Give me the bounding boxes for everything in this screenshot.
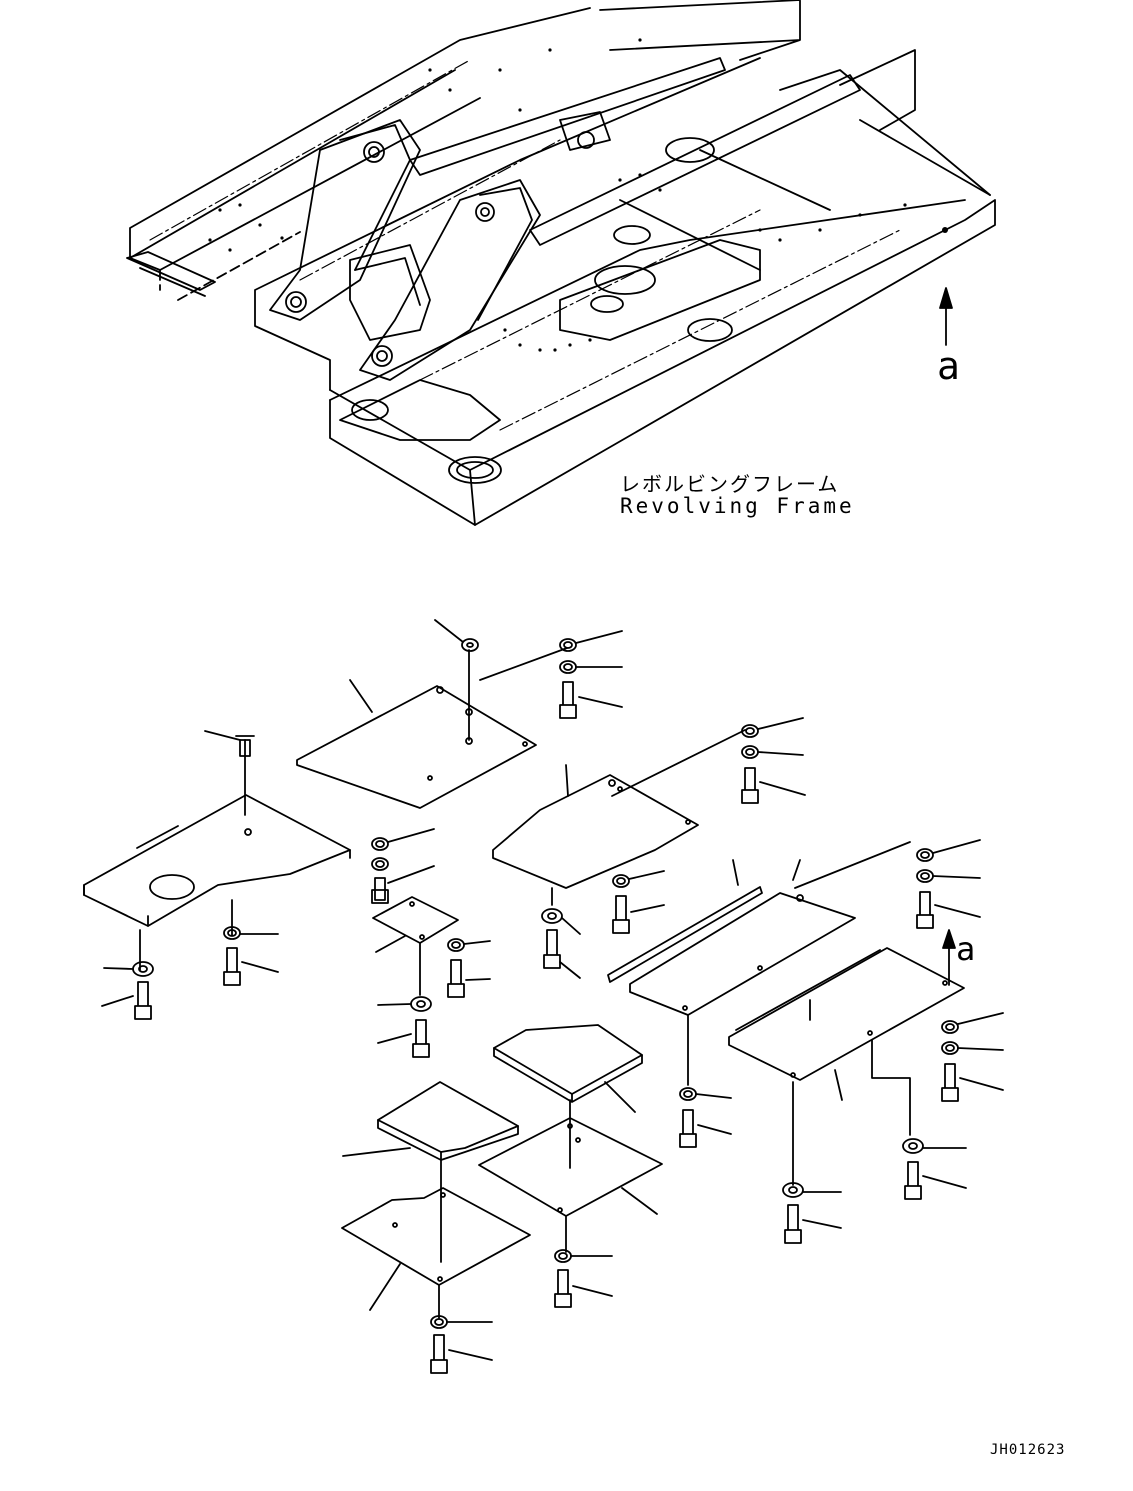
- revolving-frame-label-en: Revolving Frame: [620, 494, 855, 518]
- fasteners: [102, 620, 1003, 1373]
- view-arrow-upper: [940, 288, 952, 345]
- revolving-frame: [127, 0, 995, 525]
- cover-plate-long: [608, 842, 910, 1085]
- view-arrow-lower: [943, 930, 955, 985]
- cover-plate-lower-right: [479, 1100, 662, 1252]
- insulation-pad-upper: [494, 1025, 642, 1112]
- cover-plate-center: [493, 730, 745, 905]
- revolving-frame-label-jp: レボルビングフレーム: [620, 472, 840, 496]
- cover-plate-lower-left: [342, 1152, 530, 1318]
- cover-plate-upper: [297, 648, 567, 808]
- cover-plate-left: [84, 731, 350, 970]
- view-marker-lower: a: [956, 930, 976, 968]
- cover-plate-small: [373, 897, 458, 995]
- cover-plate-right: [729, 948, 964, 1185]
- insulation-pad-lower: [343, 1082, 518, 1160]
- drawing-id: JH012623: [990, 1442, 1066, 1458]
- view-marker-upper: a: [937, 344, 960, 388]
